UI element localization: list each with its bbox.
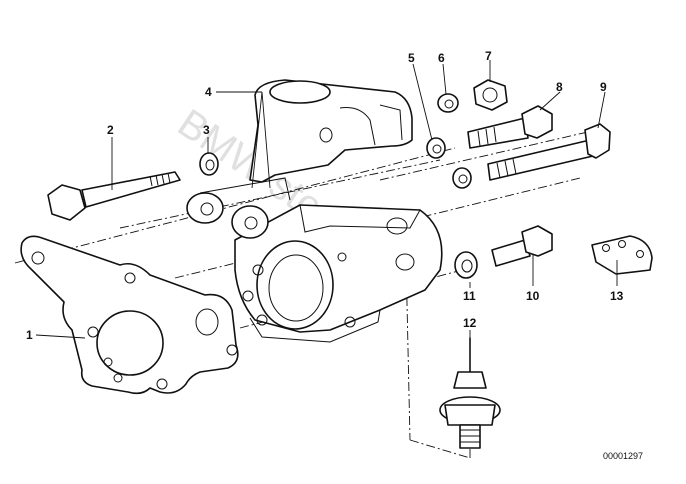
callout-12: 12 (463, 316, 477, 330)
housing-part (186, 177, 443, 343)
drawing-code: 00001297 (603, 451, 643, 461)
callout-10: 10 (526, 289, 540, 303)
callout-2: 2 (107, 123, 114, 137)
callout-3: 3 (203, 123, 210, 137)
bolt-10-part (491, 225, 553, 267)
washer-5-part (426, 137, 472, 189)
switch-12-part (439, 337, 501, 449)
callout-13: 13 (610, 289, 624, 303)
washer-6-part (437, 93, 459, 113)
callout-5: 5 (408, 51, 415, 65)
bracket-part (249, 79, 413, 183)
callout-labels: 1 2 3 4 5 6 7 8 9 10 11 12 13 (26, 49, 624, 342)
callout-1: 1 (26, 328, 33, 342)
callout-9: 9 (600, 80, 607, 94)
callout-8: 8 (556, 80, 563, 94)
washer-3-part (199, 152, 219, 176)
bolt-9-part (487, 123, 611, 181)
leader-lines (35, 60, 618, 340)
callout-4: 4 (205, 85, 212, 99)
callout-11: 11 (463, 289, 476, 303)
callout-6: 6 (438, 51, 445, 65)
ring-11-part (454, 251, 478, 279)
nut-7-part (473, 79, 508, 111)
plate-13-part (591, 235, 653, 275)
bolt-8-part (467, 105, 553, 149)
callout-7: 7 (485, 49, 492, 63)
long-bolt-part (47, 171, 181, 221)
gasket-part (20, 235, 239, 395)
